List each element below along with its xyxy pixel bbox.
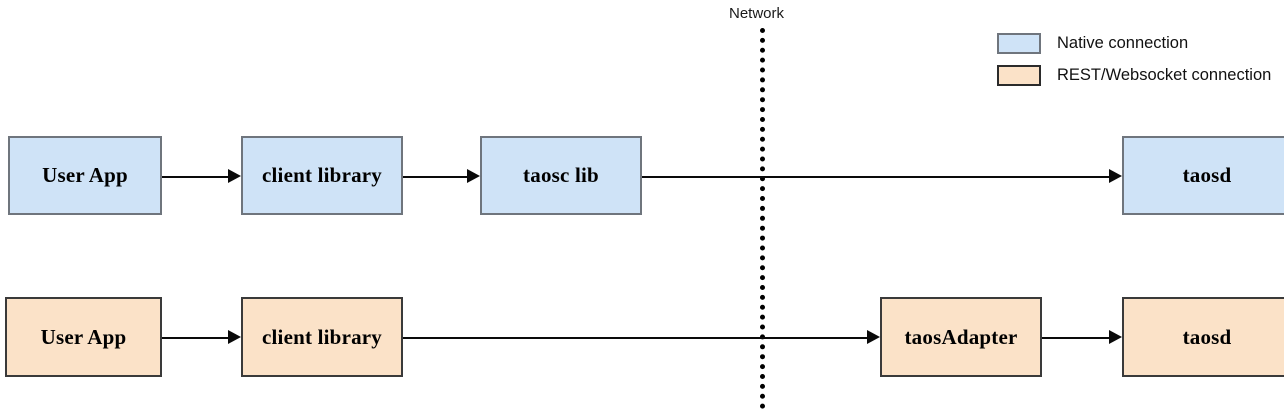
arrowhead-icon xyxy=(467,169,480,183)
node-label: client library xyxy=(261,163,383,187)
legend-item-native: Native connection xyxy=(997,33,1188,54)
node-native-client-library[interactable]: client library xyxy=(241,136,403,215)
node-rest-client-library[interactable]: client library xyxy=(241,297,403,377)
arrowhead-icon xyxy=(228,330,241,344)
node-rest-user-app[interactable]: User App xyxy=(5,297,162,377)
node-label: taosAdapter xyxy=(904,324,1018,349)
edge-rest-clientlibrary-to-taosadapter xyxy=(403,337,867,339)
legend-label: Native connection xyxy=(1057,34,1189,52)
edge-native-userapp-to-clientlibrary xyxy=(162,176,228,178)
node-label: User App xyxy=(40,324,127,349)
edge-native-taosclib-to-taosd xyxy=(642,176,1109,178)
node-label: client library xyxy=(261,324,383,349)
arrowhead-icon xyxy=(228,169,241,183)
node-native-taosd[interactable]: taosd xyxy=(1122,136,1284,215)
arrowhead-icon xyxy=(1109,330,1122,344)
legend-swatch-rest-icon xyxy=(997,65,1041,86)
arrowhead-icon xyxy=(1109,169,1122,183)
arrowhead-icon xyxy=(867,330,880,344)
edge-native-clientlibrary-to-taosclib xyxy=(403,176,467,178)
network-divider-label: Network xyxy=(729,5,785,22)
legend-swatch-native-icon xyxy=(997,33,1041,54)
node-label: User App xyxy=(42,163,128,187)
network-divider-line xyxy=(760,28,765,409)
edge-rest-userapp-to-clientlibrary xyxy=(162,337,228,339)
node-label: taosd xyxy=(1182,324,1232,349)
node-native-user-app[interactable]: User App xyxy=(8,136,162,215)
node-rest-taosd[interactable]: taosd xyxy=(1122,297,1284,377)
node-native-taosc-lib[interactable]: taosc lib xyxy=(480,136,642,215)
node-label: taosd xyxy=(1182,163,1232,187)
node-rest-taos-adapter[interactable]: taosAdapter xyxy=(880,297,1042,377)
node-label: taosc lib xyxy=(523,163,599,187)
edge-rest-taosadapter-to-taosd xyxy=(1042,337,1109,339)
legend-item-rest: REST/Websocket connection xyxy=(997,65,1271,86)
legend-label: REST/Websocket connection xyxy=(1057,66,1272,84)
